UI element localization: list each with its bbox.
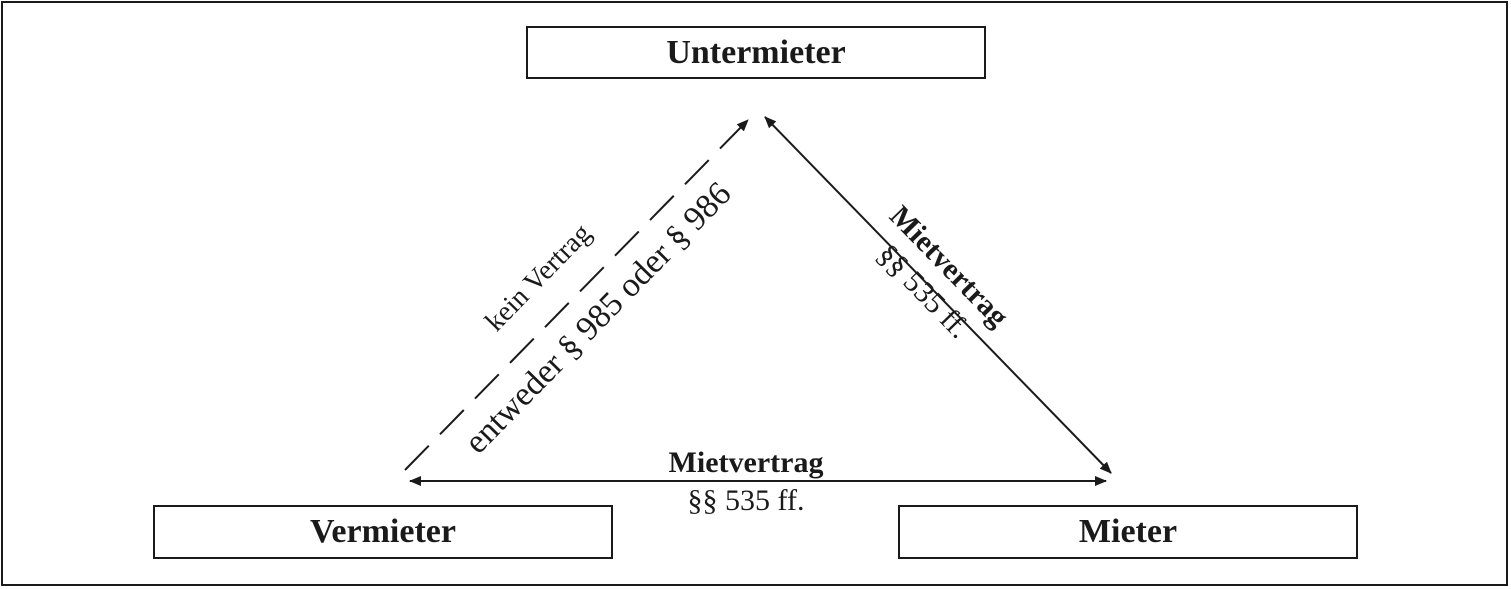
node-vermieter-label: Vermieter — [310, 513, 456, 550]
node-mieter: Mieter — [898, 505, 1358, 559]
node-untermieter-box — [526, 26, 986, 79]
node-untermieter-label: Untermieter — [666, 34, 845, 71]
edge-mieter-untermieter: Mietvertrag §§ 535 ff. — [764, 116, 1112, 474]
edge-vermieter-mieter-sub: §§ 535 ff. — [688, 484, 805, 517]
node-vermieter-box — [153, 505, 613, 559]
node-untermieter: Untermieter — [526, 26, 986, 79]
node-mieter-label: Mieter — [1079, 513, 1177, 550]
edge-mieter-untermieter-arrow — [764, 116, 1112, 474]
node-vermieter: Vermieter — [153, 505, 613, 559]
node-mieter-box — [898, 505, 1358, 559]
edge-vermieter-untermieter: kein Vertrag entweder § 985 oder § 986 — [404, 119, 749, 471]
edge-vermieter-untermieter-arrow — [404, 119, 749, 471]
edge-vermieter-mieter-title: Mietvertrag — [669, 446, 824, 479]
